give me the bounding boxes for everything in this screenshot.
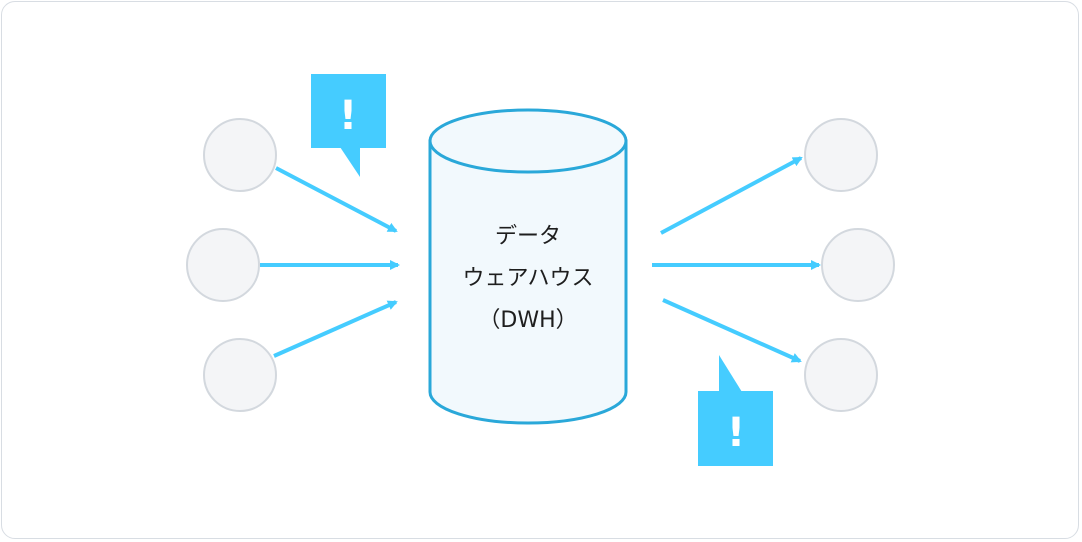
source-node-3 (203, 338, 277, 412)
alert-exclamation-icon: ! (339, 93, 357, 139)
incoming-arrow-3 (273, 300, 398, 358)
destination-node-1 (804, 118, 878, 192)
dwh-label-line-2: ウェアハウス (462, 266, 594, 291)
destination-node-3 (804, 338, 878, 412)
dwh-label-line-1: データ (494, 224, 561, 249)
data-warehouse-label: データ ウェアハウス （DWH） (428, 216, 628, 342)
alert-callout-top: ! (311, 74, 386, 177)
dwh-label-line-3: （DWH） (478, 308, 578, 333)
incoming-arrow-1 (275, 166, 398, 233)
source-node-2 (186, 228, 260, 302)
alert-callout-bottom: ! (698, 355, 773, 466)
data-warehouse-cylinder (428, 108, 628, 425)
alert-exclamation-icon: ! (727, 410, 745, 456)
source-node-1 (203, 118, 277, 192)
outgoing-arrow-1 (660, 156, 803, 235)
destination-node-2 (821, 228, 895, 302)
outgoing-arrow-3 (662, 298, 802, 363)
